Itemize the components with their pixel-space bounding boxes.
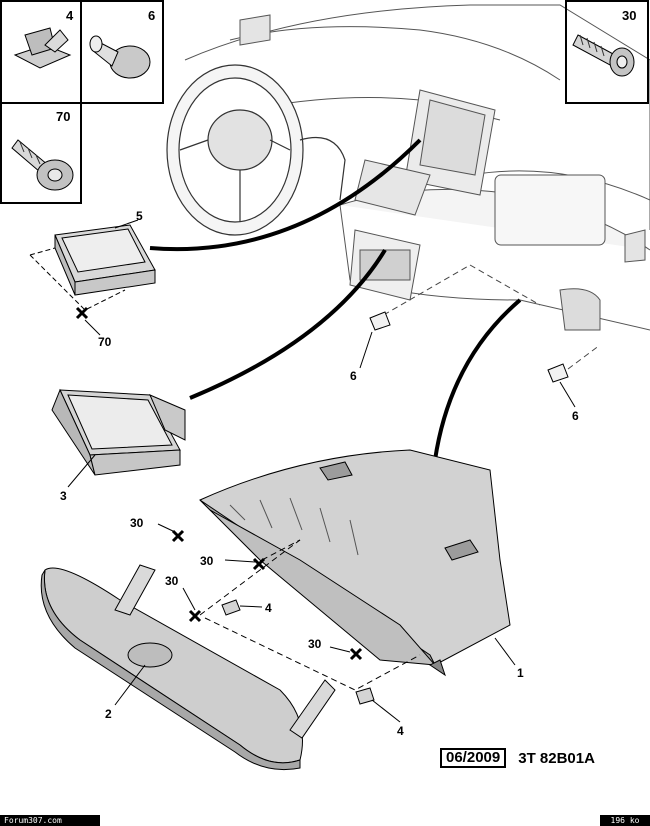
fastener-dashed-lines bbox=[199, 539, 421, 691]
callout-part-70: 70 bbox=[98, 335, 112, 349]
callout-part-30-c: 30 bbox=[165, 574, 179, 588]
tray-dashed-bracket bbox=[29, 247, 126, 311]
glovebox-body-part-1 bbox=[199, 449, 511, 677]
inset-label-6: 6 bbox=[148, 8, 155, 23]
inset-grid bbox=[0, 0, 649, 204]
callout-part-30-a: 30 bbox=[130, 516, 144, 530]
callout-part-6-right: 6 bbox=[572, 409, 579, 423]
clip-part-4-b bbox=[355, 687, 375, 705]
reference-date: 06/2009 bbox=[440, 748, 507, 768]
glovebox-lid-part-2 bbox=[40, 564, 336, 771]
callout-part-3: 3 bbox=[60, 489, 67, 503]
plug-icon bbox=[89, 35, 151, 79]
storage-tray-part-5 bbox=[54, 224, 156, 296]
steering-wheel-illustration bbox=[166, 64, 346, 236]
pad-part-6-upper bbox=[369, 311, 391, 331]
callout-part-1: 1 bbox=[517, 666, 524, 680]
leader-lines bbox=[149, 138, 522, 461]
callout-part-30-b: 30 bbox=[200, 554, 214, 568]
screw-icon bbox=[572, 34, 635, 77]
reference-code: 3T 82B01A bbox=[518, 749, 595, 767]
callout-part-5: 5 bbox=[136, 209, 143, 223]
footer-size: 196 ko bbox=[600, 815, 650, 826]
clip-icon bbox=[13, 27, 72, 69]
rivet-icon bbox=[11, 139, 74, 191]
reference-block: 06/2009 3T 82B01A bbox=[440, 748, 595, 768]
footer-site: Forum307.com bbox=[0, 815, 100, 826]
callout-strokes bbox=[67, 219, 576, 723]
callout-part-6-upper: 6 bbox=[350, 369, 357, 383]
callout-part-4-a: 4 bbox=[265, 601, 272, 615]
inset-label-4: 4 bbox=[66, 8, 74, 23]
pad-part-6-right bbox=[547, 363, 569, 383]
clip-part-4-a bbox=[221, 599, 241, 616]
cross-markers bbox=[75, 306, 363, 661]
callout-part-30-d: 30 bbox=[308, 637, 322, 651]
callout-part-4-b: 4 bbox=[397, 724, 404, 738]
callout-part-2: 2 bbox=[105, 707, 112, 721]
storage-box-part-3 bbox=[51, 388, 186, 476]
inset-label-70: 70 bbox=[56, 109, 70, 124]
dashed-leaders bbox=[374, 264, 601, 376]
inset-label-30: 30 bbox=[622, 8, 636, 23]
